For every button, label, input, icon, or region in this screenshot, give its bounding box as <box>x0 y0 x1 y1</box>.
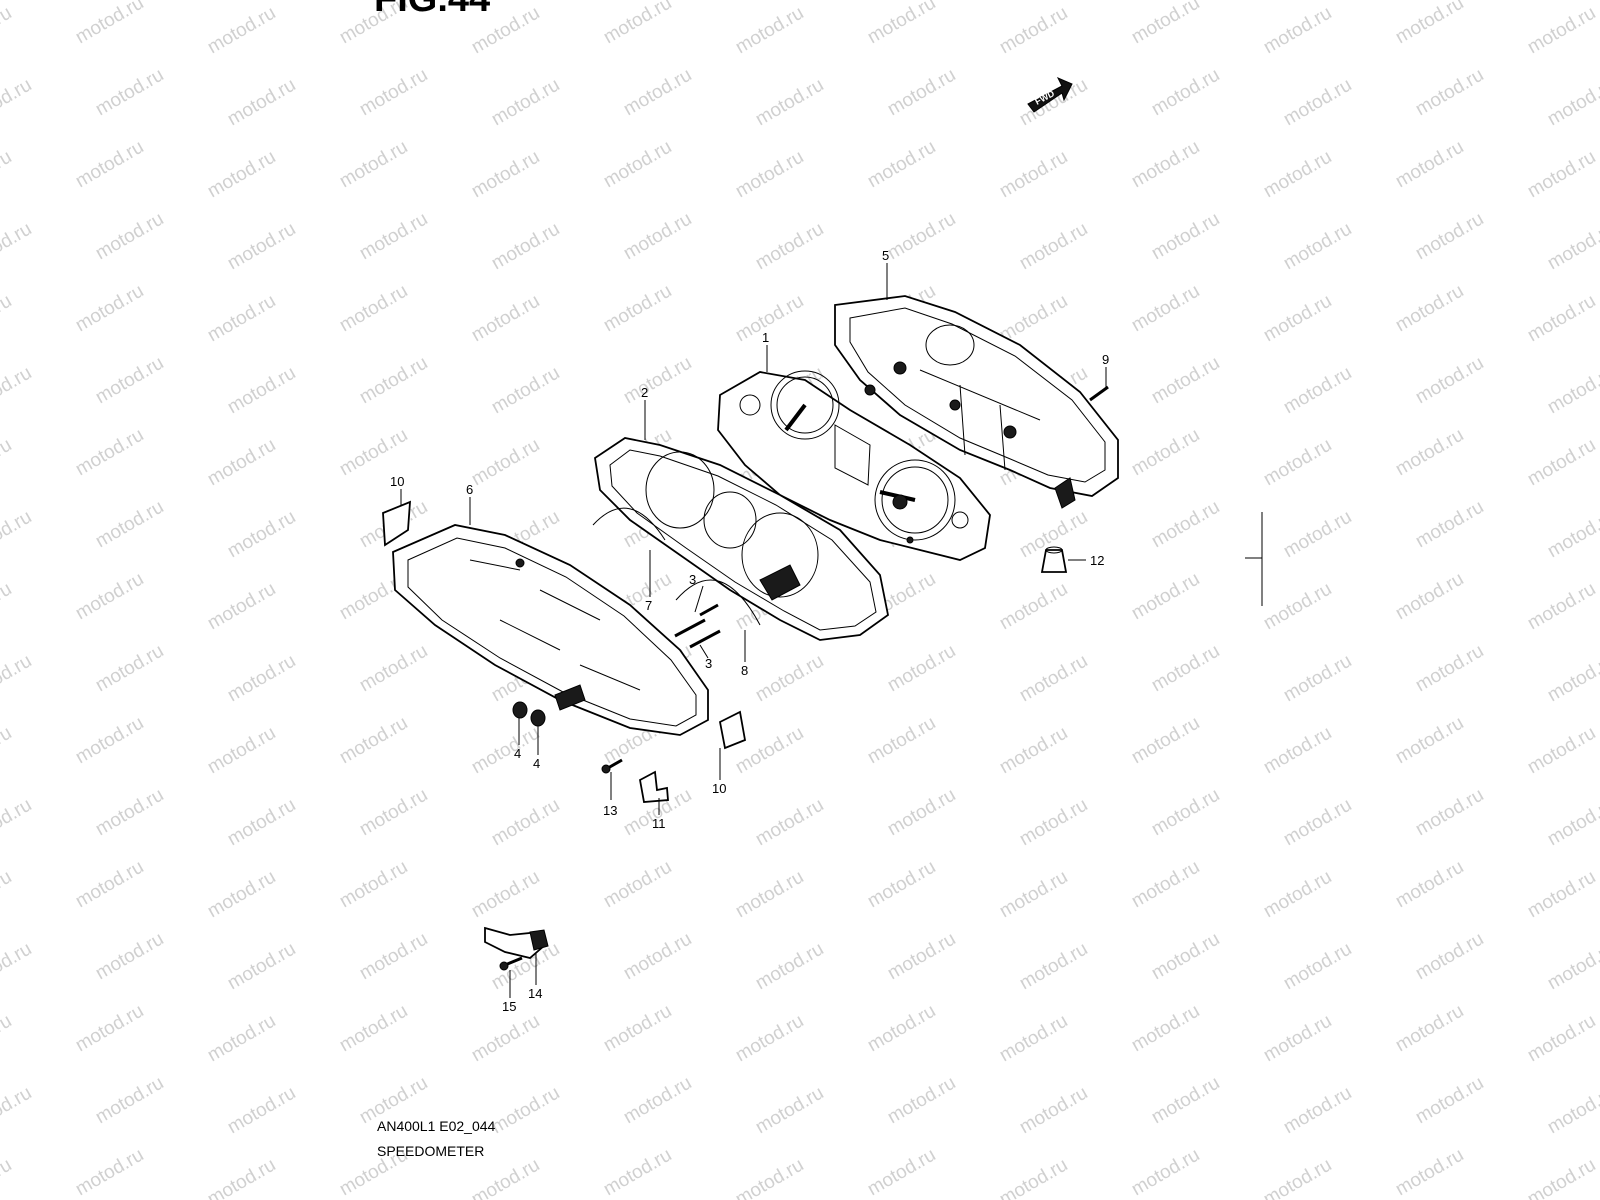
callout-15: 15 <box>502 999 516 1014</box>
meter-case-rear-icon <box>834 295 1119 509</box>
pointer-needle-icon <box>674 618 706 638</box>
callout-14: 14 <box>528 986 542 1001</box>
ring-plate-icon <box>592 507 666 541</box>
speed-sensor-icon <box>484 926 549 959</box>
cushion-pad-icon <box>382 500 412 547</box>
callout-3-lower: 3 <box>705 656 712 671</box>
pointer-needle-icon <box>699 603 719 617</box>
meter-lens-cover-icon <box>392 524 709 736</box>
forward-arrow-icon: FWD <box>1027 77 1073 113</box>
callout-13: 13 <box>603 803 617 818</box>
callout-10-top: 10 <box>390 474 404 489</box>
callout-9: 9 <box>1102 352 1109 367</box>
meter-case-front-icon <box>594 437 889 641</box>
figure-title: FIG.44 <box>374 0 490 21</box>
screw-icon <box>1089 385 1109 402</box>
callout-4-left: 4 <box>514 746 521 761</box>
section-name: SPEEDOMETER <box>377 1143 485 1159</box>
callout-7: 7 <box>645 598 652 613</box>
callout-3-upper: 3 <box>689 572 696 587</box>
model-code: AN400L1 E02_044 <box>377 1118 496 1134</box>
leader-lines <box>400 263 1107 998</box>
callout-2: 2 <box>641 385 648 400</box>
callout-10-bottom: 10 <box>712 781 726 796</box>
callout-4-right: 4 <box>533 756 540 771</box>
bolt-icon <box>499 956 523 971</box>
callout-1: 1 <box>762 330 769 345</box>
cushion-pad-icon <box>718 710 747 750</box>
callout-8: 8 <box>741 663 748 678</box>
grommet-icon <box>530 709 546 727</box>
callout-11: 11 <box>652 816 666 831</box>
callout-6: 6 <box>466 482 473 497</box>
cap-icon <box>1040 546 1068 573</box>
screw-icon <box>601 758 623 774</box>
callout-12: 12 <box>1090 553 1104 568</box>
cushion-pad-icon <box>638 770 669 803</box>
speedometer-meter-face-icon <box>717 370 991 561</box>
grommet-icon <box>512 701 528 719</box>
callout-5: 5 <box>882 248 889 263</box>
ring-plate-icon <box>675 579 761 626</box>
pointer-needle-icon <box>689 629 721 649</box>
